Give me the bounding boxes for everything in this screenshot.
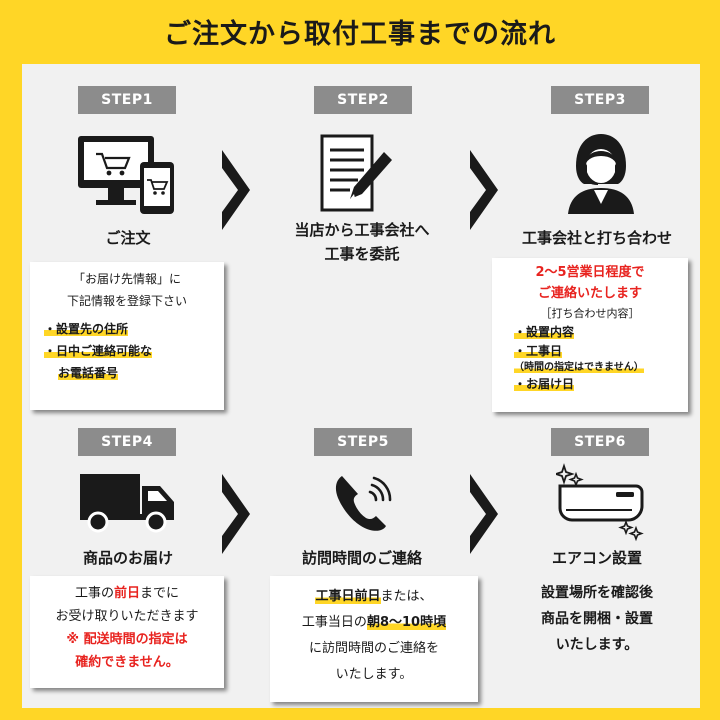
bullet-workday: ・工事日 [514,344,563,358]
contact-days-text: 2～5営業日程度で [535,265,645,280]
step2-label-line2: 工事を委託 [324,245,400,263]
step2-badge: STEP2 [314,86,412,114]
step2-label: 当店から工事会社へ 工事を委託 [262,218,462,266]
step6-text: いたします。 [555,637,639,653]
card-text: 下記情報を登録下さい [66,294,187,308]
step3-info-card: 2～5営業日程度で ご連絡いたします ［打ち合わせ内容］ ・設置内容 ・工事日 … [492,258,688,412]
step6-text: 商品を開梱・設置 [541,611,653,627]
step4-badge: STEP4 [78,428,176,456]
step6-label: エアコン設置 [551,549,642,567]
meeting-contents-heading: ［打ち合わせ内容］ [540,307,640,320]
bullet-phone: ・日中ご連絡可能な [44,344,153,358]
step1-badge: STEP1 [78,86,176,114]
delivery-note: ※ 配送時間の指定は [66,632,188,647]
arrow-right-icon [222,474,250,554]
step1-label: ご注文 [105,229,151,247]
computer-cart-icon [78,136,174,214]
day-before-highlight: 工事日前日 [315,589,381,604]
card-text: 「お届け先情報」に [72,272,181,286]
operator-headset-icon [568,134,634,214]
step5-label: 訪問時間のご連絡 [301,549,422,567]
time-note: （時間の指定はできません） [514,362,644,373]
bullet-install: ・設置内容 [514,325,575,339]
card-text: 工事当日の [301,615,367,630]
bullet-address: ・設置先の住所 [44,322,129,336]
air-conditioner-icon [556,463,644,542]
step1-info-card: 「お届け先情報」に 下記情報を登録下さい ・設置先の住所 ・日中ご連絡可能な お… [30,262,224,410]
morning-time-highlight: 朝8～10時頃 [366,615,447,630]
day-before-text: 前日 [113,586,140,601]
arrow-right-icon [222,150,250,230]
step6-description: 設置場所を確認後 商品を開梱・設置 いたします。 [494,580,700,658]
truck-icon [80,474,174,533]
page-title: ご注文から取付工事までの流れ [164,19,556,50]
contact-days-text: ご連絡いたします [537,286,642,301]
step3-label: 工事会社と打ち合わせ [521,229,672,247]
card-text: いたします。 [335,667,413,682]
step2-label-line1: 当店から工事会社へ [294,221,430,239]
step4-label: 商品のお届け [82,549,173,567]
phone-icon [335,476,392,531]
step5-info-card: 工事日前日または、 工事当日の朝8～10時頃 に訪問時間のご連絡を いたします。 [270,576,478,702]
arrow-right-icon [470,474,498,554]
card-text: お受け取りいただきます [55,609,199,624]
card-text: または、 [380,589,433,604]
card-text: までに [140,586,180,601]
bullet-phone-cont: お電話番号 [58,366,119,380]
step3-badge: STEP3 [551,86,649,114]
step6-text: 設置場所を確認後 [541,585,653,601]
document-pen-icon [320,134,392,212]
card-text: 工事の前日までに [30,582,224,605]
step5-badge: STEP5 [314,428,412,456]
card-text: に訪問時間のご連絡を [308,641,439,656]
arrow-right-icon [470,150,498,230]
step4-info-card: 工事の前日までに お受け取りいただきます ※ 配送時間の指定は 確約できません。 [30,576,224,688]
bullet-delivery: ・お届け日 [514,377,575,391]
delivery-note: 確約できません。 [75,655,179,670]
card-text: 工事の [74,586,114,601]
step6-badge: STEP6 [551,428,649,456]
